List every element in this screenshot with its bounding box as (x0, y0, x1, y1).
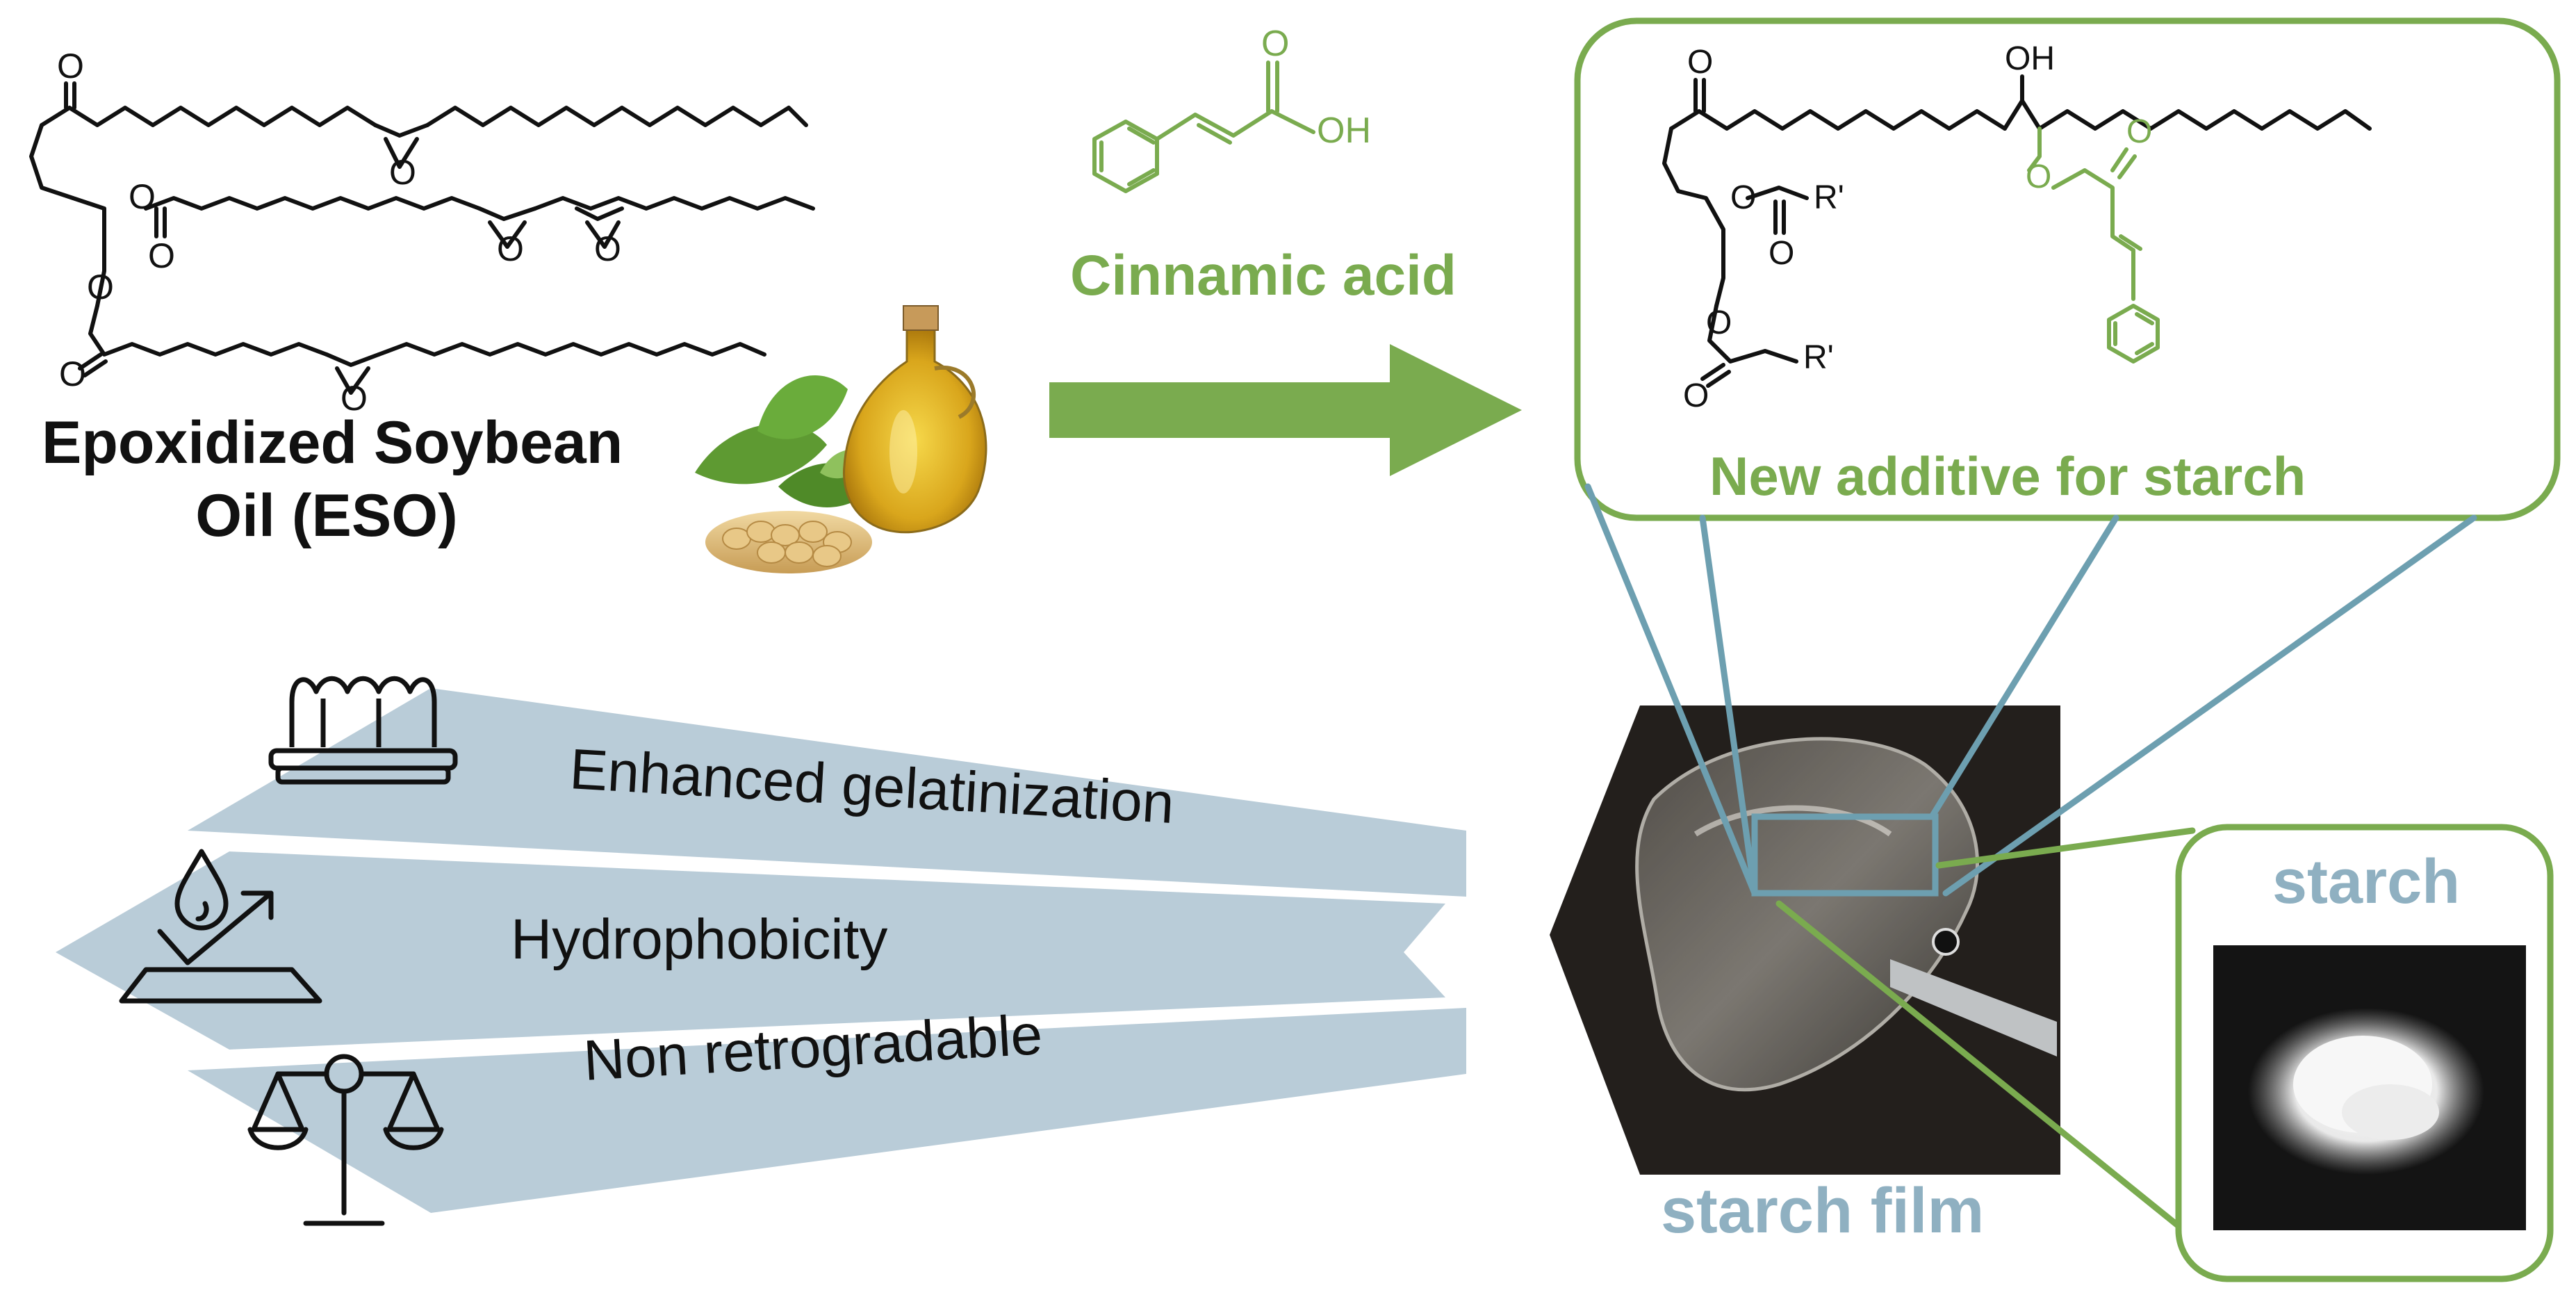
eso-atom-o-1: O (57, 47, 84, 85)
starch-film-photo (1550, 705, 2060, 1175)
property-bands (56, 688, 1466, 1213)
cinnamic-acid-atoms: O OH (1261, 24, 1371, 151)
product-molecule-black (1662, 74, 2372, 388)
reaction-arrow-icon (1049, 344, 1522, 476)
water-drop-repellent-icon (119, 849, 322, 1004)
product-o-1: O (1687, 44, 1713, 81)
product-box (1574, 17, 2561, 521)
eso-molecule (29, 81, 815, 395)
eso-atom-o-9: O (341, 379, 368, 418)
product-o-2: O (1730, 179, 1756, 216)
eso-atom-o-5: O (59, 354, 86, 393)
product-oh: OH (2005, 40, 2055, 77)
balance-scale-icon (247, 1054, 444, 1226)
eso-atom-o-8: O (594, 229, 621, 268)
cinnamic-acid-label: Cinnamic acid (1070, 244, 1457, 307)
eso-atom-o-7: O (497, 229, 524, 268)
starch-film-label: starch film (1661, 1175, 1985, 1246)
product-r-1: R' (1814, 179, 1844, 216)
band-gelatinization (188, 688, 1466, 897)
zoom-connectors-green (1775, 827, 2196, 1241)
product-o-5: O (1683, 377, 1709, 414)
product-label: New additive for starch (1709, 446, 2306, 507)
eso-atom-o-4: O (87, 268, 114, 307)
zoom-connectors (1584, 483, 2477, 897)
eso-atom-o-2: O (129, 177, 156, 216)
cinnamic-oh: OH (1317, 111, 1371, 151)
product-atom-labels: OH O O O O O R' R' O O (1683, 40, 2152, 414)
eso-atom-labels: O O O O O O O O O (57, 47, 621, 418)
property-label-hydrophobicity: Hydrophobicity (511, 908, 888, 971)
cinnamic-acid-molecule (1092, 60, 1315, 193)
product-o-4: O (1706, 304, 1732, 341)
cinnamic-o: O (1261, 24, 1289, 64)
starch-powder-photo (2213, 945, 2526, 1230)
eso-title: Epoxidized Soybean Oil (ESO) (42, 407, 623, 553)
product-o-green-2: O (2126, 113, 2152, 150)
soybean-oil-illustration (695, 305, 987, 573)
band-hydrophobicity (56, 851, 1445, 1050)
product-molecule-green (2027, 127, 2160, 364)
eso-title-line2: Oil (ESO) (195, 482, 458, 549)
starch-label: starch (2272, 847, 2461, 917)
eso-title-line1: Epoxidized Soybean (42, 409, 623, 476)
product-r-2: R' (1803, 339, 1834, 376)
product-o-3: O (1769, 235, 1794, 272)
eso-atom-o-3: O (148, 236, 175, 275)
gelatin-mold-icon (268, 676, 458, 785)
product-o-green-1: O (2026, 158, 2051, 195)
eso-atom-o-6: O (389, 153, 416, 192)
band-non-retrogradable (188, 1008, 1466, 1213)
